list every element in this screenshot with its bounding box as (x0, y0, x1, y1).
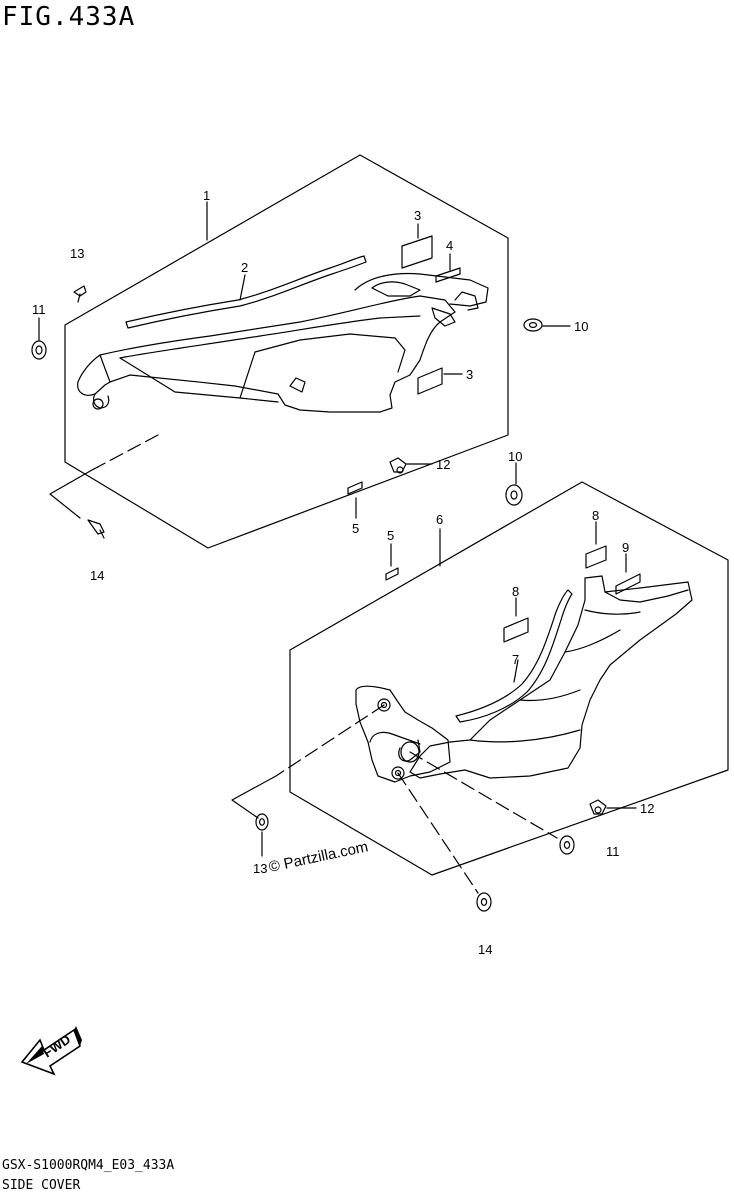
callout-13-lower: 13 (253, 861, 267, 876)
trim-strip-lower (455, 589, 573, 723)
grommet-10-upper (523, 318, 543, 332)
callout-12-lower: 12 (640, 801, 654, 816)
callout-8-mid: 8 (512, 584, 519, 599)
mount-boss-lower (391, 766, 405, 780)
figure-name: SIDE COVER (2, 1178, 81, 1193)
label-plate-5-a (347, 481, 363, 495)
assembly-box-upper (64, 154, 509, 549)
label-plate-8-top (585, 545, 607, 569)
callout-9: 9 (622, 540, 629, 555)
trim-strip-upper (125, 255, 367, 329)
grommet-10-lower (505, 484, 523, 506)
side-cover-right-body (355, 575, 693, 783)
callout-10-upper: 10 (574, 319, 588, 334)
callout-13-upper: 13 (70, 246, 84, 261)
bolt-12-upper (389, 457, 407, 474)
bolt-12-lower (589, 799, 607, 815)
callout-11-lower: 11 (606, 844, 620, 859)
label-plate-5-b (385, 567, 399, 581)
callout-12-upper: 12 (436, 457, 450, 472)
callout-14-lower: 14 (478, 942, 492, 957)
callout-5-a: 5 (352, 521, 359, 536)
assembly-box-lower (289, 481, 729, 876)
grommet-11-upper (31, 340, 47, 360)
screw-14-upper (87, 519, 105, 539)
label-plate-3-top (401, 235, 433, 269)
callout-6: 6 (436, 512, 443, 527)
callout-7: 7 (512, 652, 519, 667)
mount-boss-upper (377, 698, 391, 712)
callout-3-top: 3 (414, 208, 421, 223)
callout-8-top: 8 (592, 508, 599, 523)
label-plate-8-mid (503, 617, 529, 643)
callout-14-upper: 14 (90, 568, 104, 583)
screw-13-upper (73, 285, 87, 303)
callout-2: 2 (241, 260, 248, 275)
callout-3-mid: 3 (466, 367, 473, 382)
side-cover-left-frame (77, 272, 489, 413)
label-plate-9 (615, 573, 641, 595)
watermark: © Partzilla.com (267, 838, 369, 876)
callout-5-b: 5 (387, 528, 394, 543)
fwd-arrow-icon: FWD (20, 1026, 82, 1076)
grommet-11-lower (559, 835, 575, 855)
callout-11-upper: 11 (32, 302, 46, 317)
callout-1: 1 (203, 188, 210, 203)
callout-4: 4 (446, 238, 453, 253)
washer-13-lower (255, 813, 269, 831)
label-plate-4 (435, 267, 461, 283)
grommet-14-lower (476, 892, 492, 912)
callout-10-lower: 10 (508, 449, 522, 464)
figure-title: FIG.433A (2, 2, 136, 32)
figure-code: GSX-S1000RQM4_E03_433A (2, 1158, 175, 1173)
label-plate-3-mid (417, 367, 443, 395)
